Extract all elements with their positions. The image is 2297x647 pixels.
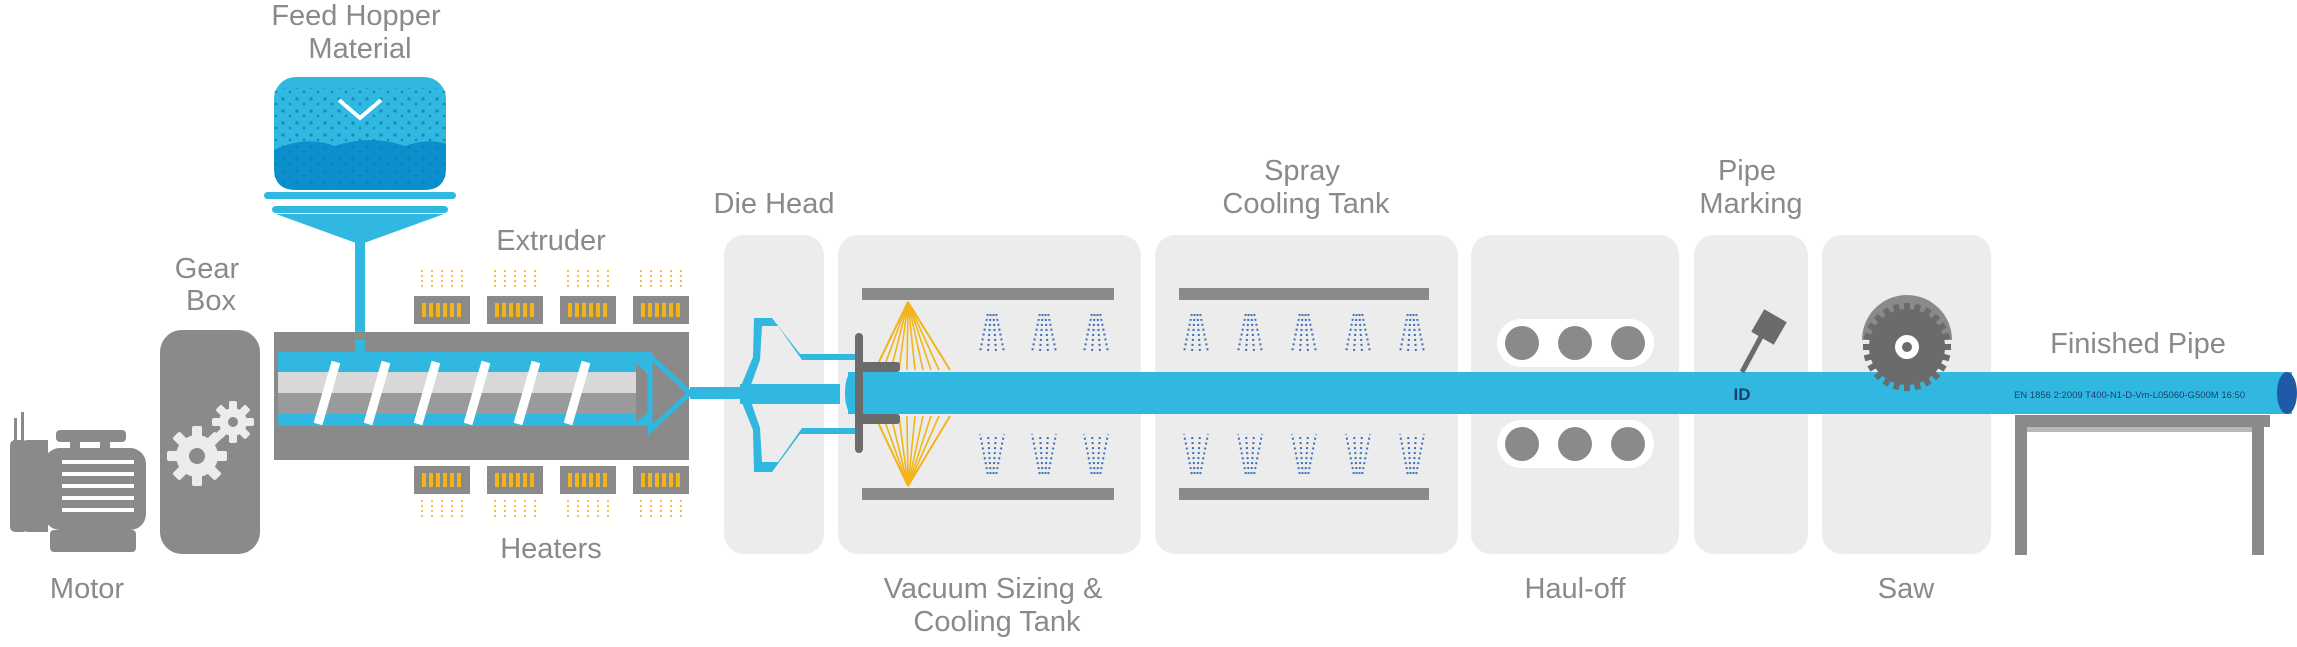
heater-icon [487, 270, 543, 324]
heater-icon [487, 466, 543, 520]
gears-icon [167, 401, 254, 486]
spray-nozzle-icon [1183, 313, 1425, 475]
heater-icon [414, 466, 470, 520]
marker-icon [1739, 309, 1787, 374]
motor-label: Motor [50, 573, 124, 605]
heater-icon [560, 466, 616, 520]
saw-blade-icon [1862, 295, 1952, 391]
marker-id-text: ID [1734, 385, 1751, 404]
feed-hopper-label: Feed Hopper Material [271, 0, 448, 65]
spray-cooling-label-1: Spray [1264, 155, 1340, 187]
feed-hopper-label-2: Material [308, 33, 411, 65]
table-icon [2015, 415, 2270, 555]
vacuum-sizing-label-2: Cooling Tank [913, 606, 1081, 638]
pipe-marking-label-2: Marking [1699, 188, 1802, 220]
pipe [848, 372, 2292, 414]
feed-hopper-label-1: Feed Hopper [271, 0, 441, 32]
heater-icon [633, 466, 689, 520]
pipe-marking-label-1: Pipe [1718, 155, 1776, 187]
heaters-top [414, 270, 689, 324]
spray-cooling-label: Spray Cooling Tank [1222, 155, 1390, 220]
extruder [274, 332, 694, 460]
gear-box-label-2: Box [186, 285, 236, 317]
extruder-label: Extruder [496, 225, 606, 257]
pipe-end [2277, 372, 2297, 414]
die-head-label: Die Head [714, 188, 835, 220]
die-icon [738, 318, 856, 472]
heaters-label: Heaters [500, 533, 602, 565]
pipe-marking-label: Pipe Marking [1699, 155, 1802, 220]
vacuum-seal [855, 333, 900, 453]
vacuum-sizing-label-1: Vacuum Sizing & [884, 573, 1103, 605]
screw-icon [313, 360, 591, 426]
vacuum-sizing-label: Vacuum Sizing & Cooling Tank [884, 573, 1111, 638]
pipe-marking-text: EN 1856 2:2009 T400-N1-D-Vm-L05060-G500M… [2014, 390, 2245, 401]
gear-box-label: Gear Box [175, 253, 248, 317]
hopper-icon [264, 77, 456, 370]
heater-icon [414, 270, 470, 324]
spray-cooling-label-2: Cooling Tank [1222, 188, 1390, 220]
heaters-bottom [414, 466, 689, 520]
motor-icon [10, 412, 146, 552]
vacuum-fan-icon [874, 301, 951, 371]
finished-pipe-label: Finished Pipe [2050, 328, 2226, 360]
gear-box-label-1: Gear [175, 253, 240, 285]
haul-off-label: Haul-off [1524, 573, 1626, 605]
heater-icon [633, 270, 689, 324]
die-neck [690, 387, 740, 399]
spray-nozzle-icon [979, 313, 1109, 475]
vacuum-fan-icon [874, 415, 951, 487]
heater-icon [560, 270, 616, 324]
saw-label: Saw [1878, 573, 1935, 605]
roller-icon [1497, 319, 1654, 468]
